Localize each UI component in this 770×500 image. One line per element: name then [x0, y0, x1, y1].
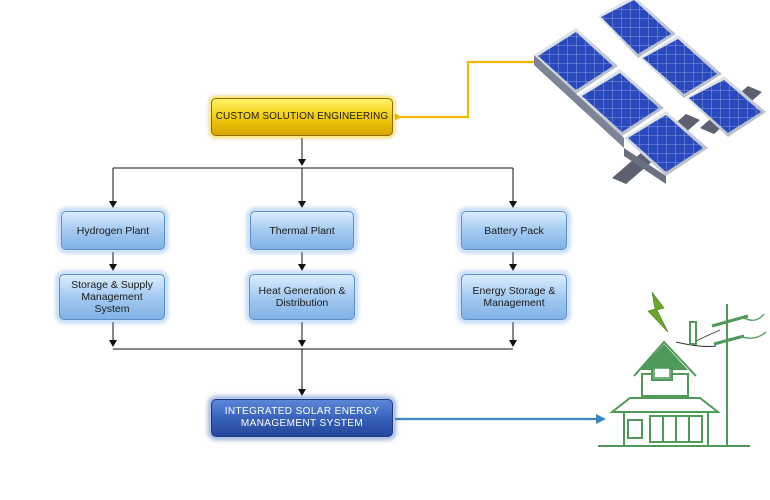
integrated-system-box: INTEGRATED SOLAR ENERGY MANAGEMENT SYSTE… [211, 399, 393, 437]
integrated-system-label: INTEGRATED SOLAR ENERGY MANAGEMENT SYSTE… [224, 406, 380, 429]
battery-pack-box: Battery Pack [461, 211, 567, 250]
hydrogen-plant-label: Hydrogen Plant [76, 224, 150, 237]
thermal-plant-box: Thermal Plant [250, 211, 354, 250]
storage-supply-label: Storage & Supply Management System [71, 279, 153, 315]
thermal-plant-label: Thermal Plant [269, 224, 335, 237]
battery-pack-label: Battery Pack [484, 224, 544, 237]
heat-generation-label: Heat Generation & Distribution [258, 285, 346, 309]
custom-solution-engineering-label: CUSTOM SOLUTION ENGINEERING [215, 111, 389, 122]
lightning-bolt-icon [647, 291, 669, 333]
solar-link-line [392, 60, 547, 122]
front-panels [534, 28, 708, 176]
back-panels [598, 0, 766, 137]
hydrogen-plant-box: Hydrogen Plant [61, 211, 165, 250]
storage-supply-box: Storage & Supply Management System [59, 274, 165, 320]
heat-generation-box: Heat Generation & Distribution [249, 274, 355, 320]
custom-solution-engineering-box: CUSTOM SOLUTION ENGINEERING [211, 98, 393, 136]
utility-pole-icon [711, 304, 767, 446]
energy-storage-label: Energy Storage & Management [472, 285, 556, 309]
energy-storage-box: Energy Storage & Management [461, 274, 567, 320]
